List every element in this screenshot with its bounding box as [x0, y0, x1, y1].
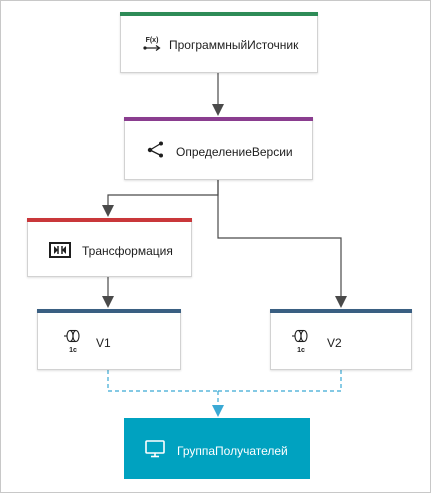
node-transformation[interactable]: Трансформация [27, 218, 192, 277]
node-accent-bar [270, 309, 412, 313]
connector-version-to-v2 [217, 180, 347, 308]
node-version-router[interactable]: ОпределениеВерсии [124, 117, 313, 180]
dashed-connector-v2 [218, 370, 342, 392]
svg-text:1с: 1с [297, 347, 305, 354]
svg-text:F(x): F(x) [146, 37, 159, 44]
node-receiver-group[interactable]: ГруппаПолучателей [124, 418, 310, 479]
function-source-icon: F(x) [143, 37, 161, 51]
node-label: ОпределениеВерсии [176, 145, 293, 159]
dashed-connector-v1 [107, 370, 218, 392]
node-accent-bar [120, 12, 318, 16]
node-v1[interactable]: 1с V1 [37, 309, 181, 370]
node-label: V1 [96, 336, 111, 350]
svg-text:1с: 1с [69, 347, 77, 354]
node-accent-bar [37, 309, 181, 313]
branch-router-icon [147, 141, 163, 158]
transform-icon [49, 242, 71, 258]
1c-adapter-icon: 1с [64, 329, 80, 354]
node-accent-bar [27, 218, 192, 222]
node-program-source[interactable]: F(x) ПрограммныйИсточник [120, 12, 318, 73]
node-accent-bar [124, 117, 313, 121]
connector-version-to-transform [102, 180, 219, 217]
node-v2[interactable]: 1с V2 [270, 309, 412, 370]
node-label: ГруппаПолучателей [177, 444, 288, 458]
node-label: Трансформация [82, 244, 173, 258]
1c-adapter-icon: 1с [292, 329, 308, 354]
node-label: ПрограммныйИсточник [169, 38, 299, 52]
node-label: V2 [327, 336, 342, 350]
monitor-icon [145, 440, 165, 458]
